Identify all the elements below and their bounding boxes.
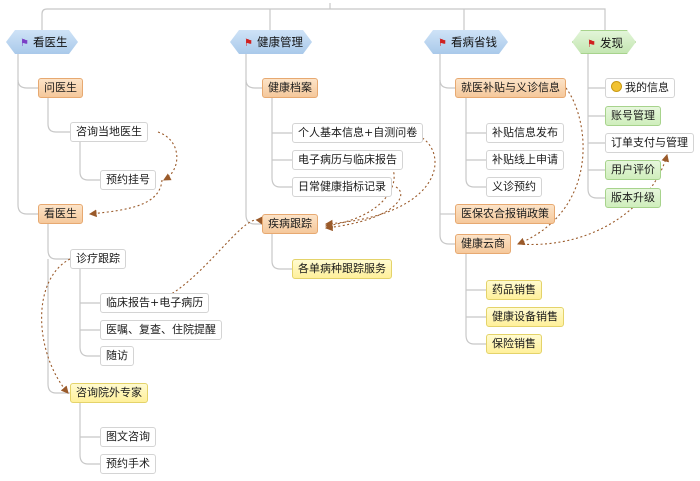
- node-subsidy-info[interactable]: 就医补贴与义诊信息: [455, 78, 566, 98]
- node-device-sales[interactable]: 健康设备销售: [486, 307, 564, 327]
- node-followup[interactable]: 随访: [100, 346, 134, 366]
- node-subsidy-apply[interactable]: 补贴线上申请: [486, 150, 564, 170]
- node-insurance-sales[interactable]: 保险销售: [486, 334, 542, 354]
- node-single-disease-service[interactable]: 各单病种跟踪服务: [292, 259, 392, 279]
- topic-discover[interactable]: ⚑发现: [572, 30, 636, 54]
- node-reminders[interactable]: 医嘱、复查、住院提醒: [100, 320, 222, 340]
- node-treatment-tracking[interactable]: 诊疗跟踪: [70, 249, 126, 269]
- node-insurance-policy[interactable]: 医保农合报销政策: [455, 204, 555, 224]
- flag-icon: ⚑: [587, 39, 596, 50]
- node-clinical-report[interactable]: 临床报告+电子病历: [100, 293, 210, 313]
- topic-label: 发现: [599, 36, 623, 50]
- topic-label: 看医生: [32, 35, 68, 49]
- node-free-clinic[interactable]: 义诊预约: [486, 177, 542, 197]
- node-health-cloud[interactable]: 健康云商: [455, 234, 511, 254]
- node-appointment[interactable]: 预约挂号: [100, 170, 156, 190]
- node-records[interactable]: 电子病历与临床报告: [292, 150, 403, 170]
- topic-see-doctor[interactable]: ⚑看医生: [6, 30, 78, 54]
- node-personal-info[interactable]: 个人基本信息+自测问卷: [292, 123, 424, 143]
- topic-health-management[interactable]: ⚑健康管理: [230, 30, 312, 54]
- node-disease-tracking[interactable]: 疾病跟踪: [262, 214, 318, 234]
- node-ask-doctor[interactable]: 问医生: [38, 78, 83, 98]
- node-payment[interactable]: 订单支付与管理: [605, 133, 694, 153]
- flag-icon: ⚑: [20, 38, 29, 49]
- node-consult-expert[interactable]: 咨询院外专家: [70, 383, 148, 403]
- node-label: 我的信息: [625, 81, 669, 94]
- node-daily-indicators[interactable]: 日常健康指标记录: [292, 177, 392, 197]
- node-book-surgery[interactable]: 预约手术: [100, 454, 156, 474]
- flag-icon: ⚑: [244, 38, 253, 49]
- node-my-info[interactable]: 我的信息: [605, 78, 675, 98]
- node-image-text-consult[interactable]: 图文咨询: [100, 427, 156, 447]
- flag-icon: ⚑: [438, 38, 447, 49]
- topic-save-money[interactable]: ⚑看病省钱: [424, 30, 508, 54]
- topic-label: 健康管理: [256, 35, 303, 49]
- node-consult-local[interactable]: 咨询当地医生: [70, 122, 148, 142]
- node-drug-sales[interactable]: 药品销售: [486, 280, 542, 300]
- node-subsidy-publish[interactable]: 补贴信息发布: [486, 123, 564, 143]
- node-see-doctor[interactable]: 看医生: [38, 204, 83, 224]
- node-health-archive[interactable]: 健康档案: [262, 78, 318, 98]
- node-upgrade[interactable]: 版本升级: [605, 188, 661, 208]
- smiley-icon: [611, 81, 622, 92]
- node-review[interactable]: 用户评价: [605, 160, 661, 180]
- node-account[interactable]: 账号管理: [605, 106, 661, 126]
- topic-label: 看病省钱: [450, 35, 497, 49]
